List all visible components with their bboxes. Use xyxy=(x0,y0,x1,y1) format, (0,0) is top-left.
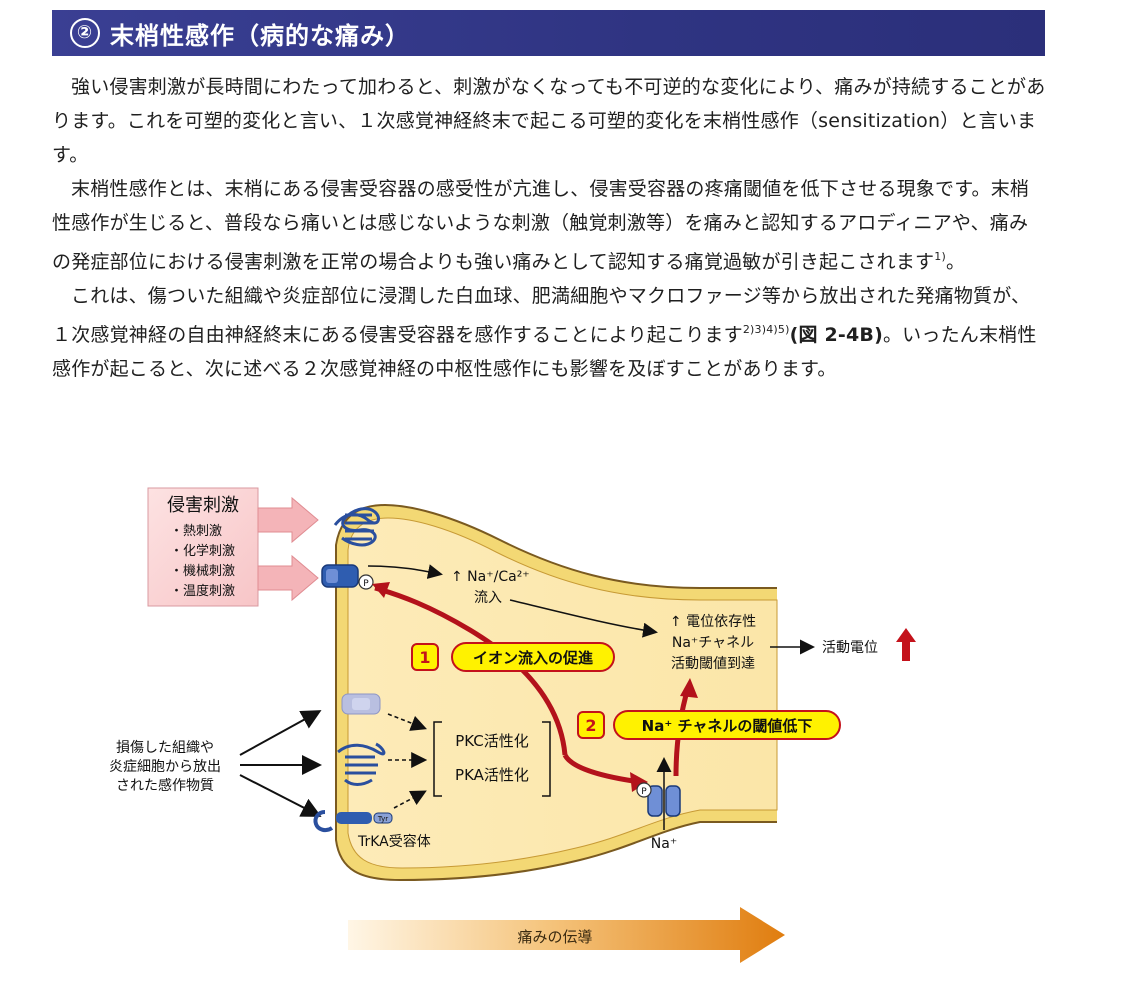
trka-label: TrKA受容体 xyxy=(357,833,431,850)
vgsc-line-2: Na⁺チャネル xyxy=(672,635,754,651)
influx-label: 流入 xyxy=(474,590,502,606)
serpentine-receptor-top xyxy=(333,507,380,547)
step-1-number: 1 xyxy=(419,648,430,667)
arrow-to-vgsc xyxy=(509,599,658,638)
vgsc-line-3: 活動閾値到達 xyxy=(671,656,755,672)
noxious-item-4: ・温度刺激 xyxy=(170,583,235,599)
ap-up-arrow xyxy=(896,628,916,661)
noxious-item-3: ・機械刺激 xyxy=(170,564,235,579)
na-plus-label: Na⁺ xyxy=(651,836,677,852)
paragraph-3-end: 。いったん末梢性感作が起こると、次に述べる２次感覚神経の中枢性感作にも影響を及ぼ… xyxy=(52,324,1037,380)
trka-receptor: Tyr TrKA受容体 xyxy=(313,810,431,850)
figure-ref[interactable]: (図 2-4B) xyxy=(789,324,883,346)
arrow-influx xyxy=(367,564,443,580)
serpentine-receptor-bottom xyxy=(337,742,386,786)
section-number: ② xyxy=(70,18,100,48)
paragraph-1: 強い侵害刺激が長時間にわたって加わると、刺激がなくなっても不可逆的な変化により、… xyxy=(52,76,1046,166)
ref-1: 1) xyxy=(934,250,946,263)
damaged-line-2: 炎症細胞から放出 xyxy=(109,759,221,775)
conduction-label: 痛みの伝導 xyxy=(517,928,592,946)
pain-conduction-arrow: 痛みの伝導 xyxy=(348,907,785,963)
dash-arrow-3 xyxy=(393,790,427,809)
body-text: 強い侵害刺激が長時間にわたって加わると、刺激がなくなっても不可逆的な変化により、… xyxy=(52,70,1047,386)
paragraph-3: これは、傷ついた組織や炎症部位に浸潤した白血球、肥満細胞やマクロファージ等から放… xyxy=(52,279,1047,386)
noxious-title: 侵害刺激 xyxy=(167,495,239,516)
noxious-item-2: ・化学刺激 xyxy=(170,543,235,559)
vgsc-line-1: ↑ 電位依存性 xyxy=(670,614,756,630)
red-arrow-2 xyxy=(562,753,641,785)
pkc-label: PKC活性化 xyxy=(455,732,529,750)
arrow-damaged-3 xyxy=(239,774,322,817)
neuron-terminal xyxy=(335,503,778,882)
paragraph-2-text: 末梢性感作とは、末梢にある侵害受容器の感受性が亢進し、侵害受容器の疼痛閾値を低下… xyxy=(52,178,1030,273)
step-1-text: イオン流入の促進 xyxy=(473,649,594,667)
red-arrow-1 xyxy=(374,585,568,756)
step-2-label: 2 Na⁺ チャネルの閾値低下 xyxy=(577,710,841,740)
step-2-text: Na⁺ チャネルの閾値低下 xyxy=(642,717,813,735)
section-title: 末梢性感作（病的な痛み） xyxy=(110,21,410,50)
bracket xyxy=(433,721,551,797)
arrow-damaged-1 xyxy=(239,710,322,756)
pink-arrow-1 xyxy=(257,496,319,544)
noxious-item-1: ・熱刺激 xyxy=(170,524,222,539)
damaged-line-1: 損傷した組織や xyxy=(116,740,214,756)
ref-2-5: 2)3)4)5) xyxy=(742,323,790,336)
damaged-line-3: された感作物質 xyxy=(116,777,214,794)
tyr-label: Tyr xyxy=(377,815,388,823)
p-mark-2: P xyxy=(641,787,647,797)
na-ca-label: ↑ Na⁺/Ca²⁺ xyxy=(451,569,530,585)
pink-arrow-2 xyxy=(257,554,319,602)
pka-label: PKA活性化 xyxy=(455,766,529,784)
step-2-number: 2 xyxy=(585,716,596,735)
action-potential-label: 活動電位 xyxy=(822,640,878,656)
section-header: ② 末梢性感作（病的な痛み） xyxy=(52,10,1045,56)
p-mark-1: P xyxy=(363,579,369,589)
na-channel-bottom: P Na⁺ xyxy=(636,757,681,852)
paragraph-2-end: 。 xyxy=(945,251,966,273)
paragraph-2: 末梢性感作とは、末梢にある侵害受容器の感受性が亢進し、侵害受容器の疼痛閾値を低下… xyxy=(52,172,1047,279)
ion-channel-phospho: P xyxy=(321,564,374,590)
noxious-stimuli-box: 侵害刺激 ・熱刺激 ・化学刺激 ・機械刺激 ・温度刺激 xyxy=(147,487,319,607)
paragraph-3-text: これは、傷ついた組織や炎症部位に浸潤した白血球、肥満細胞やマクロファージ等から放… xyxy=(52,285,1031,346)
receptor-faded xyxy=(341,693,381,715)
step-1-label: 1 イオン流入の促進 xyxy=(411,642,615,672)
